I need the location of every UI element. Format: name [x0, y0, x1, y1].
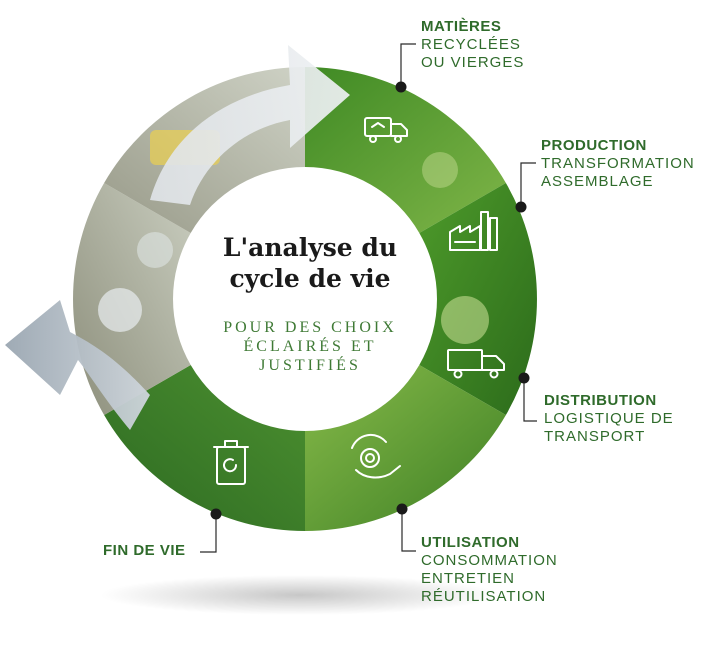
callout-connectors — [200, 43, 537, 553]
delivery-truck-icon — [447, 349, 505, 379]
upper-cycle-arrow — [150, 45, 350, 205]
use-marker — [396, 503, 408, 515]
stage-line-distribution-2: TRANSPORT — [544, 428, 646, 445]
hand-gear-icon — [351, 433, 401, 479]
cycle-arrows — [5, 45, 350, 430]
ring-segment-materials — [305, 67, 506, 233]
stage-label-production: PRODUCTION TRANSFORMATION ASSEMBLAGE — [541, 137, 695, 191]
center-title-line1: L'analyse du — [222, 233, 398, 262]
center-subtitle-line1: POUR DES CHOIX — [223, 319, 397, 336]
stage-title-materials: MATIÈRES — [421, 18, 502, 35]
recycling-bin-icon — [213, 440, 249, 485]
stage-line-use-1: CONSOMMATION — [421, 552, 558, 569]
recycling-truck-icon — [364, 117, 408, 143]
center-title: L'analyse du cycle de vie — [190, 232, 430, 294]
ring-shadow — [100, 575, 500, 615]
stage-label-materials: MATIÈRES RECYCLÉES OU VIERGES — [421, 18, 524, 72]
factory-icon — [449, 211, 498, 251]
center-circle — [175, 169, 435, 429]
stage-line-production-1: TRANSFORMATION — [541, 155, 695, 172]
distribution-marker — [518, 372, 530, 384]
left-cycle-arrow — [5, 300, 150, 430]
stage-line-distribution-1: LOGISTIQUE DE — [544, 410, 674, 427]
ring-segment-use — [305, 365, 506, 531]
stage-line-materials-1: RECYCLÉES — [421, 36, 521, 53]
center-title-line2: cycle de vie — [229, 264, 391, 293]
production-marker — [515, 201, 527, 213]
stage-line-materials-2: OU VIERGES — [421, 54, 525, 71]
center-subtitle-line2: ÉCLAIRÉS ET — [243, 338, 377, 355]
stage-line-use-2: ENTRETIEN — [421, 570, 516, 587]
stage-line-use-3: RÉUTILISATION — [421, 588, 547, 605]
stage-label-use: UTILISATION CONSOMMATION ENTRETIEN RÉUTI… — [421, 534, 558, 606]
stage-title-use: UTILISATION — [421, 534, 520, 551]
materials-marker — [395, 81, 407, 93]
stage-label-end-of-life: FIN DE VIE — [103, 542, 186, 560]
end-of-life-marker — [210, 508, 222, 520]
center-subtitle: POUR DES CHOIX ÉCLAIRÉS ET JUSTIFIÉS — [190, 318, 430, 375]
stage-label-distribution: DISTRIBUTION LOGISTIQUE DE TRANSPORT — [544, 392, 674, 446]
stage-line-production-2: ASSEMBLAGE — [541, 173, 654, 190]
stage-title-production: PRODUCTION — [541, 137, 647, 154]
center-subtitle-line3: JUSTIFIÉS — [259, 357, 361, 374]
ring-segment-end-of-life — [104, 365, 305, 531]
stage-title-end-of-life: FIN DE VIE — [103, 542, 186, 559]
stage-title-distribution: DISTRIBUTION — [544, 392, 657, 409]
